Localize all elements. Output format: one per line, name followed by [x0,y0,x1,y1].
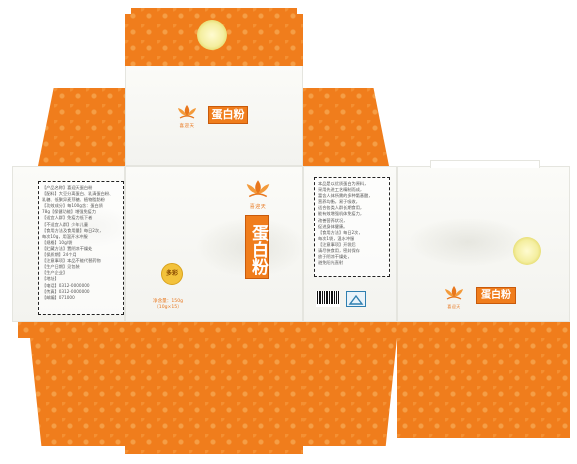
front-panel-product-tag: 蛋白粉 [245,215,269,279]
right-info-line: 适合各类人群长期食用， [318,205,365,211]
left-info-line: 【贮藏方法】置阴凉干燥处 [42,245,93,251]
top-panel-product-tag: 蛋白粉 [208,106,248,124]
front-panel-spec: 净含量：150g （10g×15） [148,299,188,311]
right-panel-product-tag: 蛋白粉 [476,287,516,304]
right-tuck-panel: 喜迎天 蛋白粉 [397,166,570,322]
right-info-panel: 本品是以优质蛋白为原料， 采用先进工艺精制而成， 富含人体所需的多种氨基酸， 营… [303,166,397,322]
right-info-line: 每次1袋，温水冲服 [318,235,355,241]
tuck-flap-cutout [430,160,540,168]
right-panel-circle-icon [513,237,541,265]
top-panel-logo: 喜迎天 [176,104,198,129]
front-panel-logo: 喜迎天 [244,179,272,210]
left-info-line: 【产品名称】喜迎天蛋白粉 [42,185,93,190]
left-info-line: 【规格】10g/袋 [42,239,73,245]
right-info-line: 【注意事项】开袋后 [318,241,356,247]
front-panel: 喜迎天 蛋白粉 多彩 净含量：150g （10g×15） [125,166,306,322]
left-info-line: 乳糖、低聚异麦芽糖、植物脂肪粉 [42,197,105,203]
left-info-line: 【不适宜人群】少年儿童 [42,221,89,227]
spec-line-2: （10g×15） [154,305,182,310]
lotus-logo-icon [445,286,463,300]
left-info-line: 每次10g，用温开水冲服 [42,233,88,239]
barcode-icon [316,291,340,307]
lotus-logo-icon [178,105,196,119]
top-panel: 喜迎天 蛋白粉 [125,66,303,166]
left-info-line: 【生产日期】见包装 [42,264,80,270]
right-info-line: 营养均衡，易于吸收， [318,199,360,205]
right-info-line: 促进身体健康。 [318,223,348,229]
bottom-center-flap [125,338,303,454]
right-side-flap [303,88,389,166]
qs-certification-icon [346,291,366,307]
bottom-tuck-panel [397,322,570,438]
left-info-textbox: 【产品名称】喜迎天蛋白粉 【配料】大豆分离蛋白、乳清蛋白粉、 乳糖、低聚异麦芽糖… [38,181,124,315]
right-info-line: 富含人体所需的多种氨基酸， [318,193,373,199]
left-info-line: 【适宜人群】免疫力低下者 [42,215,93,221]
bottom-right-flap [303,338,397,446]
left-info-line: 【地址】 [42,276,59,282]
bottom-left-flap [30,338,125,446]
right-info-line: 本品是以优质蛋白为原料， [318,181,369,186]
right-info-line: 【食用方法】每日2次， [318,229,363,235]
front-panel-badge-text: 多彩 [165,270,178,277]
top-flap [125,8,303,66]
spec-line-1: 净含量：150g [152,299,184,304]
left-info-line: 【配料】大豆分离蛋白、乳清蛋白粉、 [42,191,114,197]
left-info-line: 【邮编】071000 [42,294,75,300]
left-info-line: 【传真】0312-0000000 [42,288,90,294]
right-info-line: 请尽快食用，密封保存 [318,248,360,254]
right-info-line: 采用先进工艺精制而成， [318,187,365,193]
front-panel-badge: 多彩 [161,263,183,285]
top-flap-notch-right [297,8,303,14]
left-info-line: 【注意事项】本品不能代替药物 [42,258,101,264]
top-flap-notch-left [125,8,131,14]
right-panel-logo: 喜迎天 [443,285,465,309]
mist-decoration [408,217,528,267]
right-info-line: 放于阴凉干燥处， [318,254,352,260]
right-info-line: 避免阳光直射 [318,260,344,266]
left-info-panel: 【产品名称】喜迎天蛋白粉 【配料】大豆分离蛋白、乳清蛋白粉、 乳糖、低聚异麦芽糖… [12,166,133,322]
left-info-line: 【电话】0312-0000000 [42,282,90,288]
lotus-logo-icon [246,180,270,198]
left-info-line: 【生产企业】 [42,270,68,276]
right-info-line: 改善营养状况， [318,217,348,223]
left-info-line: 【保质期】24个月 [42,252,77,258]
right-panel-brand-name: 喜迎天 [447,304,461,309]
right-info-textbox: 本品是以优质蛋白为原料， 采用先进工艺精制而成， 富含人体所需的多种氨基酸， 营… [314,177,390,277]
left-info-line: 【食用方法及食用量】每日2次， [42,227,104,233]
left-side-flap [38,88,125,166]
front-panel-brand-name: 喜迎天 [249,204,267,210]
left-info-line: 【功效成分】每100g含：蛋白质 [42,203,103,209]
top-panel-brand-name: 喜迎天 [179,124,195,129]
bottom-band [18,322,399,338]
left-info-line: 78g【保健功能】增强免疫力 [42,209,97,215]
right-info-line: 能有效增强机体免疫力， [318,211,365,217]
top-flap-circle-icon [197,20,227,50]
